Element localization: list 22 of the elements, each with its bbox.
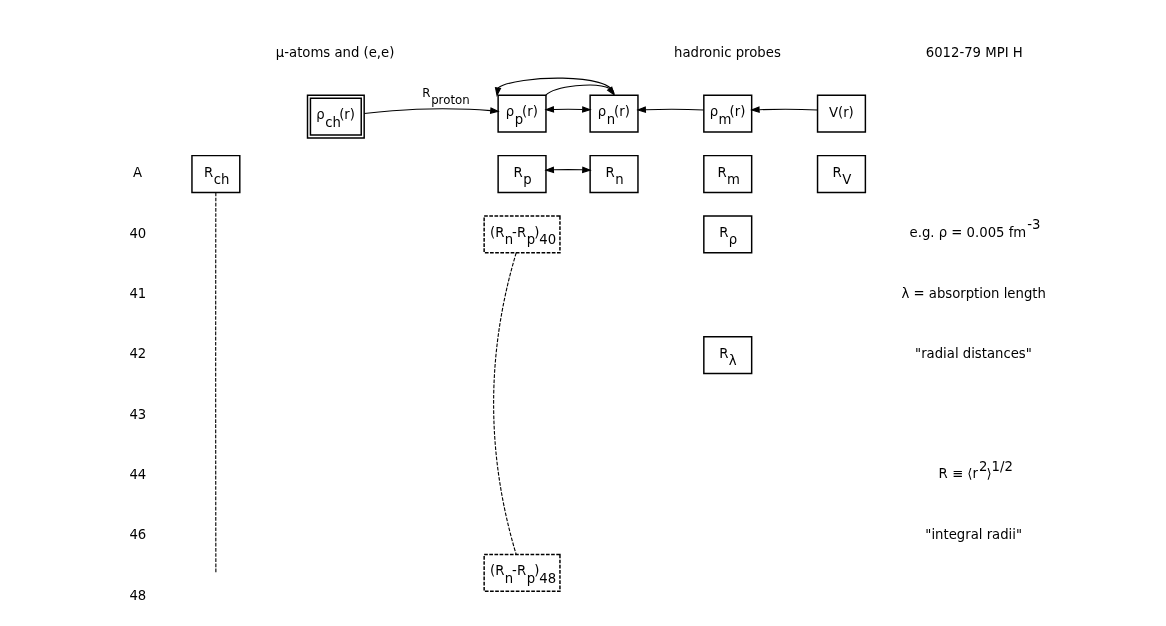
node-box: V(r) [816, 94, 866, 133]
connector [492, 252, 517, 555]
label: 44 [128, 467, 146, 483]
arrow [635, 106, 704, 114]
arrow [543, 166, 592, 174]
arrow [543, 106, 592, 113]
label: A [132, 165, 142, 181]
label: 46 [128, 527, 146, 543]
label: 42 [128, 346, 146, 362]
label: 48 [128, 587, 146, 603]
label: 6012-79 MPI H [925, 44, 1023, 60]
label: hadronic probes [673, 44, 781, 60]
label: 43 [128, 406, 146, 422]
label: "radial distances" [914, 346, 1032, 362]
label: "integral radii" [924, 527, 1022, 543]
label: 41 [128, 285, 146, 301]
connector [214, 191, 216, 574]
arrow [749, 106, 818, 114]
label: μ-atoms and (e,e) [275, 44, 394, 60]
label: 40 [128, 225, 146, 241]
label: λ = absorption length [900, 285, 1046, 301]
arrow [363, 107, 500, 114]
